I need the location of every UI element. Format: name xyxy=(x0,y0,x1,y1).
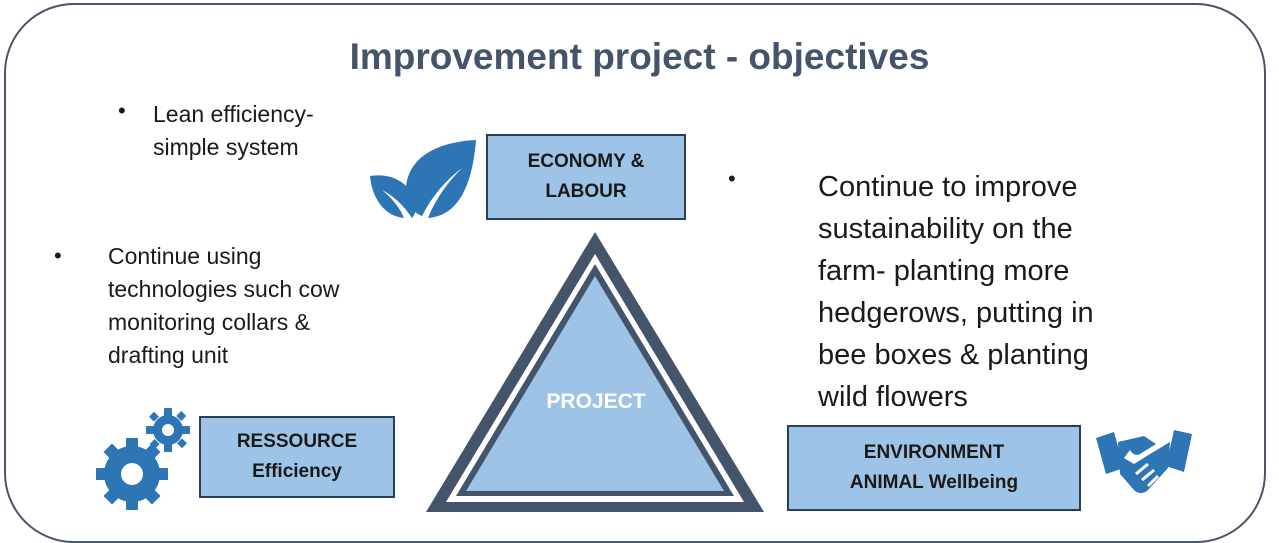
bullet-marker: • xyxy=(728,166,736,191)
leaf-icon xyxy=(370,140,476,218)
environment-wellbeing-box: ENVIRONMENT ANIMAL Wellbeing xyxy=(787,425,1081,511)
economy-bullet-text: Lean efficiency- simple system xyxy=(153,98,314,164)
box-label-line: LABOUR xyxy=(545,181,627,202)
box-label-line: ENVIRONMENT xyxy=(863,442,1005,463)
text-line: Continue using xyxy=(108,243,262,269)
text-line: Lean efficiency- xyxy=(153,101,314,127)
text-line: drafting unit xyxy=(108,342,229,368)
project-label: PROJECT xyxy=(546,390,646,413)
box-label-line: Efficiency xyxy=(252,461,342,482)
text-line: wild flowers xyxy=(818,381,968,413)
gears-icon xyxy=(96,408,190,510)
text-line: farm- planting more xyxy=(818,255,1070,287)
text-line: simple system xyxy=(153,134,299,160)
resource-bullet-text: Continue using technologies such cow mon… xyxy=(108,240,339,372)
bullet-marker: • xyxy=(118,98,126,123)
box-label-line: ANIMAL Wellbeing xyxy=(849,472,1019,493)
text-line: sustainability on the xyxy=(818,213,1073,245)
slide-title: Improvement project - objectives xyxy=(349,36,930,77)
resource-efficiency-box: RESSOURCE Efficiency xyxy=(199,416,395,498)
economy-labour-box: ECONOMY & LABOUR xyxy=(486,134,686,220)
bullet-marker: • xyxy=(54,243,62,268)
box-label-line: RESSOURCE xyxy=(236,431,358,452)
handshake-icon xyxy=(1096,430,1192,493)
text-line: bee boxes & planting xyxy=(818,339,1089,371)
project-triangle xyxy=(426,232,764,512)
text-line: monitoring collars & xyxy=(108,309,310,335)
environment-bullet-text: Continue to improve sustainability on th… xyxy=(818,166,1094,418)
text-line: technologies such cow xyxy=(108,276,340,302)
text-line: hedgerows, putting in xyxy=(818,297,1094,329)
box-label-line: ECONOMY & xyxy=(527,151,645,172)
text-line: Continue to improve xyxy=(818,171,1078,203)
